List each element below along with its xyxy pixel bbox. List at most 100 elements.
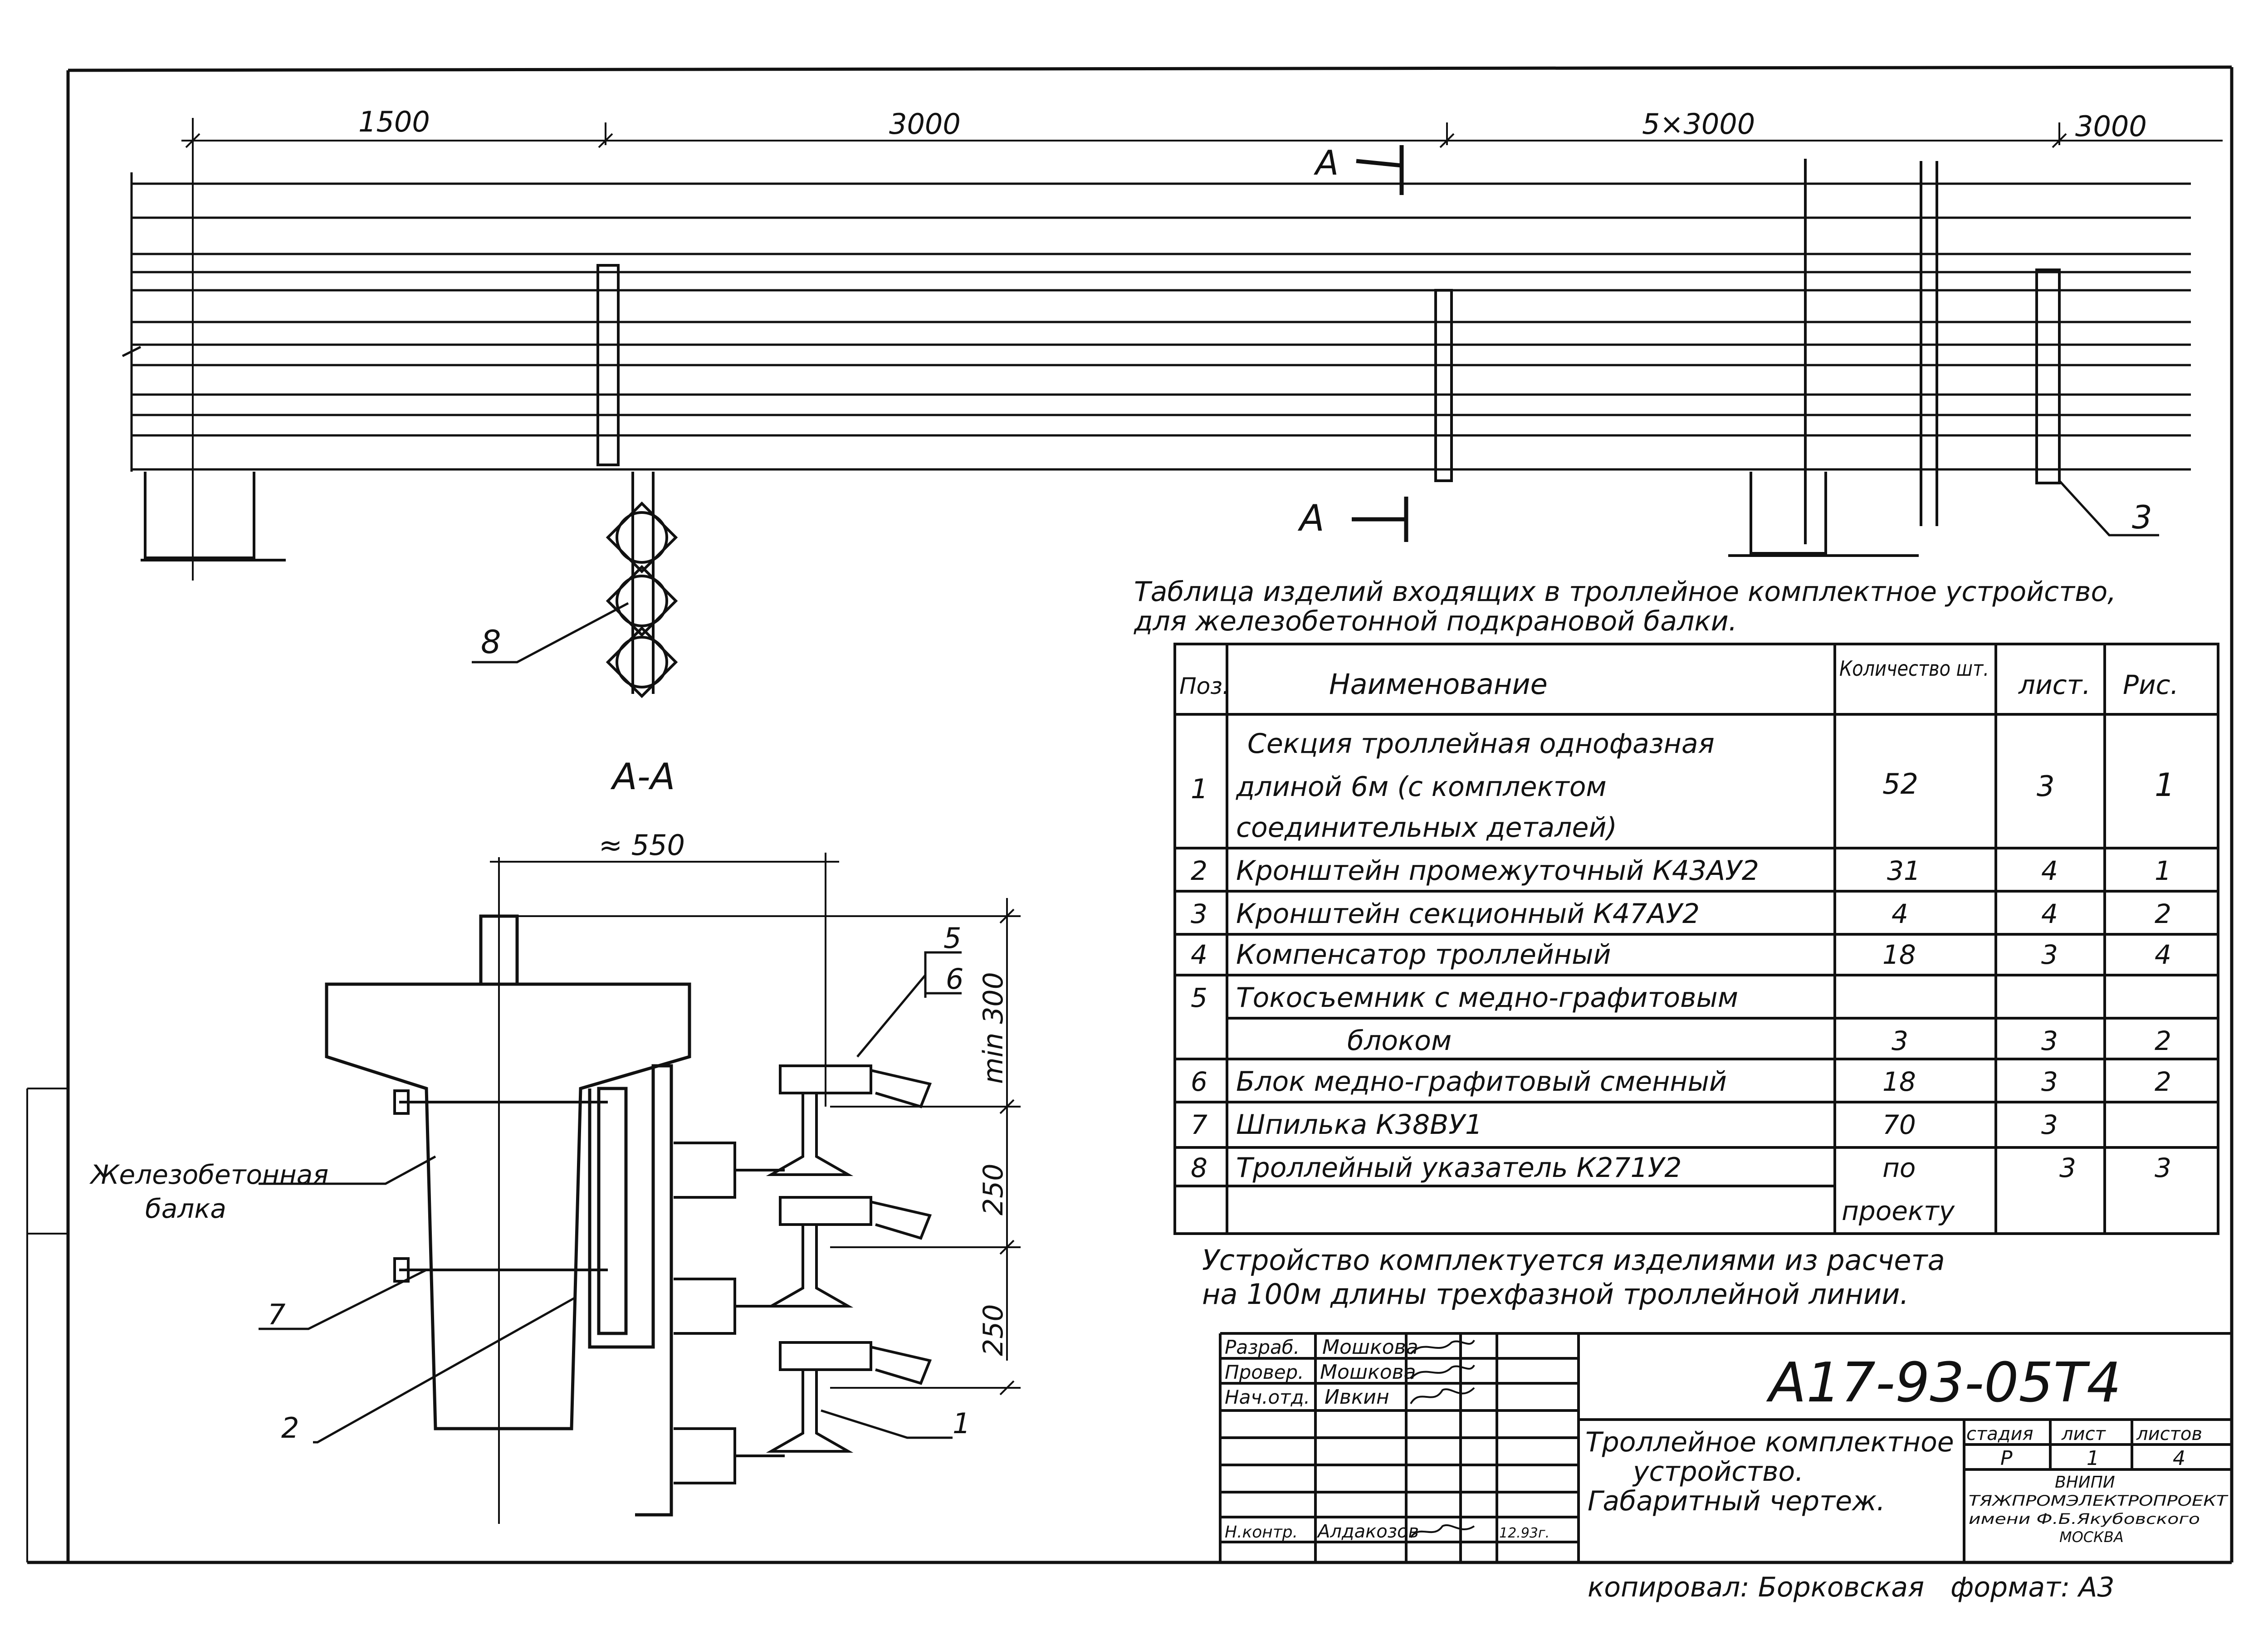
section-mark-top: A bbox=[1314, 143, 1339, 183]
items-table: Таблица изделий входящих в троллейное ко… bbox=[1134, 576, 2219, 1311]
sheet-value: 1 bbox=[2087, 1447, 2099, 1470]
role-head: Нач.отд. bbox=[1225, 1386, 1310, 1408]
table-title-line1: Таблица изделий входящих в троллейное ко… bbox=[1134, 576, 2116, 608]
role-norm-control: Н.контр. bbox=[1225, 1523, 1298, 1542]
row2-sheet: 4 bbox=[2041, 855, 2058, 886]
callout-7: 7 bbox=[268, 1298, 285, 1331]
section-mark-bottom: A bbox=[1297, 497, 1325, 539]
drawing-title-line3: Габаритный чертеж. bbox=[1588, 1485, 1885, 1517]
title-block: Разраб. Провер. Нач.отд. Н.контр. Мошков… bbox=[1219, 1332, 2232, 1562]
row1-pos: 1 bbox=[1191, 773, 1208, 805]
dim-min300: min 300 bbox=[978, 972, 1009, 1084]
row4-fig: 4 bbox=[2155, 939, 2171, 970]
header-fig: Рис. bbox=[2123, 669, 2179, 700]
row5b-fig: 2 bbox=[2155, 1025, 2171, 1056]
row8-name: Троллейный указатель К271У2 bbox=[1236, 1152, 1681, 1184]
row3-sheet: 4 bbox=[2041, 898, 2058, 929]
dim-250-top: 250 bbox=[978, 1163, 1009, 1215]
row1-name-line1: Секция троллейная однофазная bbox=[1247, 728, 1715, 760]
section-title: A-A bbox=[610, 756, 675, 798]
row8-fig: 3 bbox=[2155, 1152, 2171, 1183]
row2-name: Кронштейн промежуточный К43АУ2 bbox=[1236, 855, 1759, 887]
stage-header: стадия bbox=[1966, 1424, 2033, 1445]
header-pos: Поз. bbox=[1179, 673, 1230, 699]
dim-3000-right: 3000 bbox=[2075, 110, 2147, 143]
row5b-sheet: 3 bbox=[2041, 1025, 2058, 1056]
row7-name: Шпилька К38ВУ1 bbox=[1236, 1109, 1482, 1141]
row4-sheet: 3 bbox=[2041, 939, 2058, 970]
row1-sheet: 3 bbox=[2037, 770, 2054, 803]
drawing-title-line2: устройство. bbox=[1632, 1456, 1804, 1488]
row1-fig: 1 bbox=[2155, 766, 2175, 804]
doc-code: А17-93-05Т4 bbox=[1766, 1352, 2121, 1415]
sheets-header: листов bbox=[2136, 1424, 2202, 1445]
note-line2: на 100м длины трехфазной троллейной лини… bbox=[1202, 1278, 1909, 1311]
row8-sheet: 3 bbox=[2059, 1152, 2076, 1183]
callout-2: 2 bbox=[281, 1411, 299, 1445]
row4-qty: 18 bbox=[1882, 939, 1916, 970]
row3-qty: 4 bbox=[1892, 898, 1908, 929]
beam-label-line2: балка bbox=[145, 1193, 226, 1224]
drawing-title-line1: Троллейное комплектное bbox=[1585, 1426, 1954, 1458]
org-line1: ВНИПИ bbox=[2055, 1473, 2115, 1492]
row5b-qty: 3 bbox=[1892, 1025, 1908, 1056]
dim-5x3000: 5×3000 bbox=[1642, 107, 1755, 141]
note-line1: Устройство комплектуется изделиями из ра… bbox=[1202, 1244, 1945, 1277]
row5b-name: блоком bbox=[1347, 1025, 1452, 1057]
callout-3: 3 bbox=[2132, 499, 2152, 536]
callout-5: 5 bbox=[943, 922, 961, 955]
dim-3000: 3000 bbox=[889, 107, 961, 141]
org-line3: имени Ф.Б.Якубовского bbox=[1969, 1510, 2200, 1528]
row1-name-line2: длиной 6м (с комплектом bbox=[1236, 771, 1607, 803]
callout-6: 6 bbox=[946, 962, 963, 996]
name-head: Ивкин bbox=[1325, 1386, 1389, 1409]
row5-name: Токосъемник с медно-графитовым bbox=[1236, 982, 1738, 1014]
row3-pos: 3 bbox=[1191, 898, 1207, 929]
row6-qty: 18 bbox=[1882, 1066, 1916, 1097]
sign-date: 12.93г. bbox=[1499, 1525, 1549, 1541]
dim-550: ≈ 550 bbox=[599, 829, 685, 862]
org-line2: ТЯЖПРОМЭЛЕКТРОПРОЕКТ bbox=[1969, 1492, 2229, 1509]
row2-fig: 1 bbox=[2155, 855, 2171, 886]
header-qty: Количество шт. bbox=[1839, 656, 1989, 681]
table-title-line2: для железобетонной подкрановой балки. bbox=[1134, 605, 1737, 637]
row8b-qty: проекту bbox=[1842, 1196, 1955, 1226]
role-checker: Провер. bbox=[1225, 1361, 1304, 1383]
sheet-header: лист bbox=[2061, 1424, 2107, 1445]
sheets-value: 4 bbox=[2173, 1447, 2185, 1470]
row1-qty: 52 bbox=[1882, 767, 1918, 800]
plan-view: 1500 3000 5×3000 3000 bbox=[122, 105, 2223, 698]
dim-250-bottom: 250 bbox=[978, 1304, 1009, 1356]
row7-pos: 7 bbox=[1191, 1109, 1207, 1140]
row6-fig: 2 bbox=[2155, 1066, 2171, 1097]
row3-name: Кронштейн секционный К47АУ2 bbox=[1236, 898, 1700, 930]
dim-1500: 1500 bbox=[358, 105, 430, 138]
name-developer: Мошкова bbox=[1322, 1336, 1418, 1359]
row1-name-line3: соединительных деталей) bbox=[1236, 812, 1617, 844]
row6-name: Блок медно-графитовый сменный bbox=[1236, 1066, 1727, 1098]
row2-pos: 2 bbox=[1191, 855, 1207, 886]
header-sheet: лист. bbox=[2018, 669, 2091, 700]
row6-sheet: 3 bbox=[2041, 1066, 2058, 1097]
row4-pos: 4 bbox=[1191, 939, 1207, 970]
row3-fig: 2 bbox=[2155, 898, 2171, 929]
row8-qty: по bbox=[1882, 1152, 1916, 1183]
callout-1: 1 bbox=[953, 1407, 970, 1440]
signatures bbox=[1410, 1339, 1475, 1538]
row5-pos: 5 bbox=[1191, 982, 1207, 1013]
row4-name: Компенсатор троллейный bbox=[1236, 939, 1611, 971]
beam-label-line1: Железобетонная bbox=[89, 1159, 328, 1190]
sheet-format: формат: А3 bbox=[1950, 1572, 2115, 1603]
stage-value: Р bbox=[2000, 1447, 2013, 1470]
row7-sheet: 3 bbox=[2041, 1109, 2058, 1140]
row8-pos: 8 bbox=[1191, 1152, 1207, 1183]
sheet-frame bbox=[26, 65, 2234, 1564]
row6-pos: 6 bbox=[1191, 1066, 1207, 1097]
callout-8: 8 bbox=[481, 624, 501, 661]
copied-by: копировал: Борковская bbox=[1588, 1572, 1924, 1603]
row2-qty: 31 bbox=[1887, 855, 1921, 886]
name-checker: Мошкова bbox=[1320, 1361, 1416, 1384]
section-aa: A-A ≈ 550 bbox=[89, 756, 1021, 1524]
org-line4: МОСКВА bbox=[2059, 1528, 2124, 1546]
